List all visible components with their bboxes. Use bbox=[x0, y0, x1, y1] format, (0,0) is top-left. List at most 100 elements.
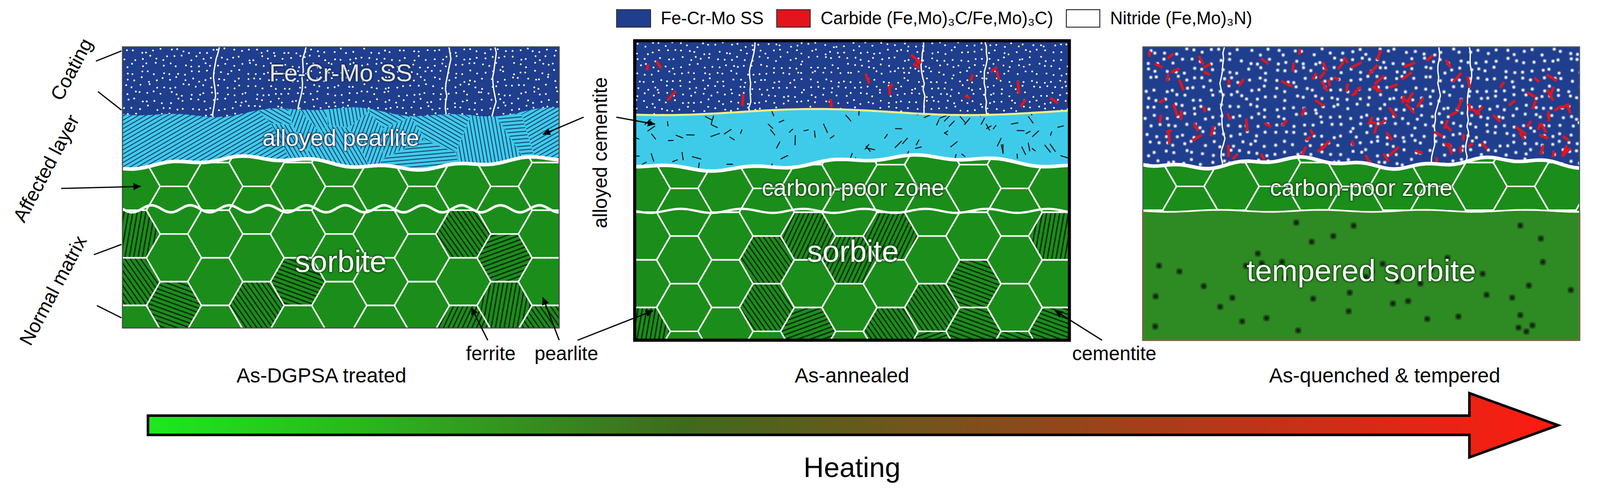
nitride-dot bbox=[1244, 97, 1248, 101]
grain bbox=[1028, 212, 1084, 261]
nitride-dot bbox=[312, 105, 315, 108]
nitride-dot bbox=[1162, 51, 1166, 55]
nitride-dot bbox=[1146, 67, 1150, 71]
nitride-dot bbox=[237, 77, 240, 80]
nitride-dot bbox=[742, 116, 745, 119]
nitride-dot bbox=[1021, 84, 1024, 87]
nitride-dot bbox=[197, 65, 200, 68]
nitride-dot bbox=[959, 80, 962, 83]
nitride-dot bbox=[440, 115, 442, 118]
nitride-dot bbox=[473, 102, 476, 105]
nitride-dot bbox=[153, 99, 156, 102]
nitride-dot bbox=[865, 92, 868, 95]
nitride-dot bbox=[1035, 99, 1038, 102]
nitride-dot bbox=[637, 87, 640, 90]
nitride-dot bbox=[439, 69, 442, 72]
nitride-dot bbox=[644, 63, 647, 66]
nitride-dot bbox=[1273, 95, 1277, 98]
nitride-dot bbox=[1052, 59, 1055, 62]
nitride-dot bbox=[547, 76, 550, 79]
nitride-dot bbox=[497, 93, 500, 96]
nitride-dot bbox=[1281, 53, 1285, 57]
nitride-dot bbox=[178, 123, 180, 126]
nitride-dot bbox=[908, 101, 911, 104]
nitride-dot bbox=[800, 78, 803, 81]
cementite-dash bbox=[964, 117, 970, 125]
nitride-dot bbox=[312, 120, 315, 123]
nitride-dot bbox=[139, 83, 142, 86]
fine-carbide bbox=[1515, 325, 1521, 331]
nitride-dot bbox=[700, 101, 703, 104]
nitride-dot bbox=[484, 71, 487, 74]
nitride-dot bbox=[527, 99, 530, 102]
nitride-dot bbox=[917, 117, 920, 120]
nitride-dot bbox=[254, 73, 257, 76]
nitride-dot bbox=[1492, 65, 1496, 69]
nitride-dot bbox=[180, 95, 183, 98]
nitride-dot bbox=[936, 59, 939, 62]
interface-line bbox=[634, 209, 1070, 213]
nitride-dot bbox=[545, 48, 548, 51]
nitride-dot bbox=[942, 73, 945, 76]
grain bbox=[518, 210, 574, 259]
nitride-dot bbox=[795, 57, 798, 60]
nitride-dot bbox=[1025, 48, 1028, 51]
nitride-dot bbox=[238, 84, 241, 87]
cementite-dash bbox=[1021, 146, 1027, 155]
cementite-dash bbox=[936, 119, 939, 126]
nitride-dot bbox=[254, 85, 257, 88]
nitride-dot bbox=[995, 108, 998, 111]
nitride-dot bbox=[519, 116, 522, 119]
nitride-dot bbox=[760, 79, 763, 82]
nitride-dot bbox=[968, 66, 971, 69]
nitride-dot bbox=[844, 86, 847, 89]
nitride-dot bbox=[342, 119, 345, 122]
nitride-dot bbox=[761, 93, 764, 96]
nitride-dot bbox=[127, 72, 130, 75]
nitride-dot bbox=[656, 88, 659, 91]
nitride-dot bbox=[499, 69, 502, 72]
nitride-dot bbox=[396, 122, 399, 125]
nitride-dot bbox=[296, 120, 299, 123]
nitride-dot bbox=[854, 56, 857, 59]
nitride-dot bbox=[499, 98, 502, 101]
nitride-dot bbox=[1494, 59, 1498, 63]
nitride-dot bbox=[660, 79, 663, 82]
nitride-dot bbox=[426, 114, 429, 117]
nitride-dot bbox=[951, 77, 954, 80]
nitride-dot bbox=[1504, 76, 1508, 80]
nitride-dot bbox=[1053, 106, 1056, 109]
cementite-dash bbox=[794, 135, 797, 146]
nitride-dot bbox=[950, 49, 953, 52]
nitride-dot bbox=[359, 123, 361, 126]
nitride-dot bbox=[1542, 76, 1546, 80]
nitride-dot bbox=[1044, 107, 1046, 110]
nitride-dot bbox=[680, 42, 683, 45]
nitride-dot bbox=[237, 55, 240, 58]
nitride-dot bbox=[1044, 65, 1046, 67]
fine-carbide bbox=[1567, 287, 1574, 294]
nitride-dot bbox=[217, 109, 220, 112]
nitride-dot bbox=[687, 71, 690, 74]
nitride-dot bbox=[1256, 62, 1259, 66]
nitride-dot bbox=[1144, 89, 1148, 93]
nitride-dot bbox=[1065, 43, 1068, 46]
nitride-dot bbox=[1183, 93, 1187, 97]
nitride-dot bbox=[703, 66, 706, 69]
nitride-dot bbox=[895, 101, 898, 104]
nitride-dot bbox=[427, 105, 430, 108]
cementite-dash bbox=[776, 141, 780, 149]
nitride-dot bbox=[811, 49, 814, 52]
nitride-dot bbox=[156, 86, 159, 89]
nitride-dot bbox=[542, 106, 545, 109]
nitride-dot bbox=[155, 57, 158, 60]
nitride-dot bbox=[209, 65, 212, 67]
nitride-dot bbox=[241, 63, 244, 66]
nitride-dot bbox=[916, 51, 919, 54]
nitride-dot bbox=[210, 86, 213, 89]
nitride-dot bbox=[240, 113, 243, 116]
nitride-dot bbox=[992, 84, 995, 87]
nitride-dot bbox=[504, 79, 507, 82]
nitride-dot bbox=[439, 98, 442, 101]
nitride-dot bbox=[1010, 107, 1013, 110]
